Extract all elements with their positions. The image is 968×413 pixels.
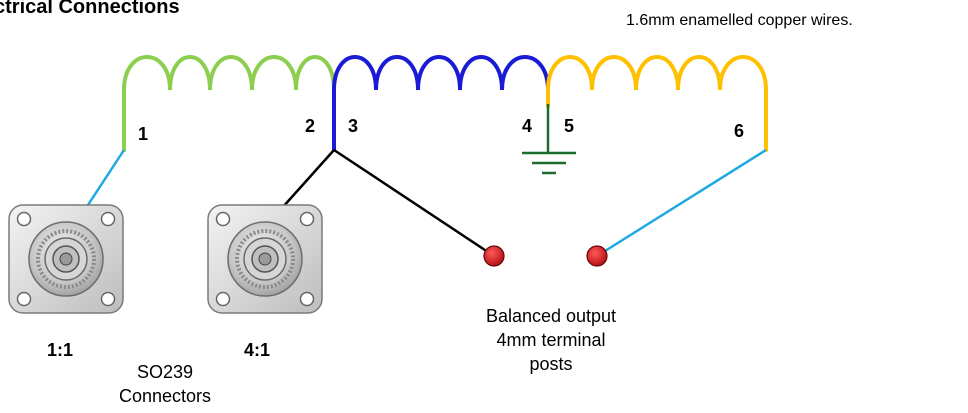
- winding-blue: [332, 55, 550, 152]
- wire-tap3-to-left-post: [333, 148, 495, 258]
- output-caption: Balanced output 4mm terminal posts: [456, 304, 646, 376]
- so239-connector-1-1: [8, 204, 124, 314]
- winding-green: [122, 55, 336, 152]
- diagram-title: ctrical Connections: [0, 0, 180, 18]
- wire-tap3-to-connector-4-1: [281, 149, 335, 209]
- so239-connector-4-1: [207, 204, 323, 314]
- output-caption-line1: Balanced output: [485, 306, 617, 326]
- connectors-caption-line2: Connectors: [118, 386, 212, 406]
- tap-label-4: 4: [522, 116, 533, 136]
- tap-label-5: 5: [564, 116, 575, 136]
- wire-tap6-to-right-post: [596, 148, 767, 258]
- terminal-post-left: [483, 245, 505, 267]
- wire-note: 1.6mm enamelled copper wires.: [626, 12, 853, 29]
- terminal-post-right: [586, 245, 608, 267]
- connectors-caption-line1: SO239: [136, 362, 194, 382]
- connectors-caption: SO239 Connectors: [110, 360, 220, 408]
- winding-yellow: [546, 55, 768, 152]
- tap-label-1: 1: [138, 124, 149, 144]
- tap-label-2: 2: [305, 116, 316, 136]
- ground-symbol: [522, 104, 576, 175]
- output-caption-line3: posts: [529, 354, 573, 374]
- tap-label-6: 6: [734, 121, 745, 141]
- connector-ratio-1-1: 1:1: [47, 340, 74, 360]
- output-caption-line2: 4mm terminal: [496, 330, 606, 350]
- tap-label-3: 3: [348, 116, 359, 136]
- wire-tap1-to-connector-1-1: [84, 149, 126, 209]
- connector-ratio-4-1: 4:1: [244, 340, 271, 360]
